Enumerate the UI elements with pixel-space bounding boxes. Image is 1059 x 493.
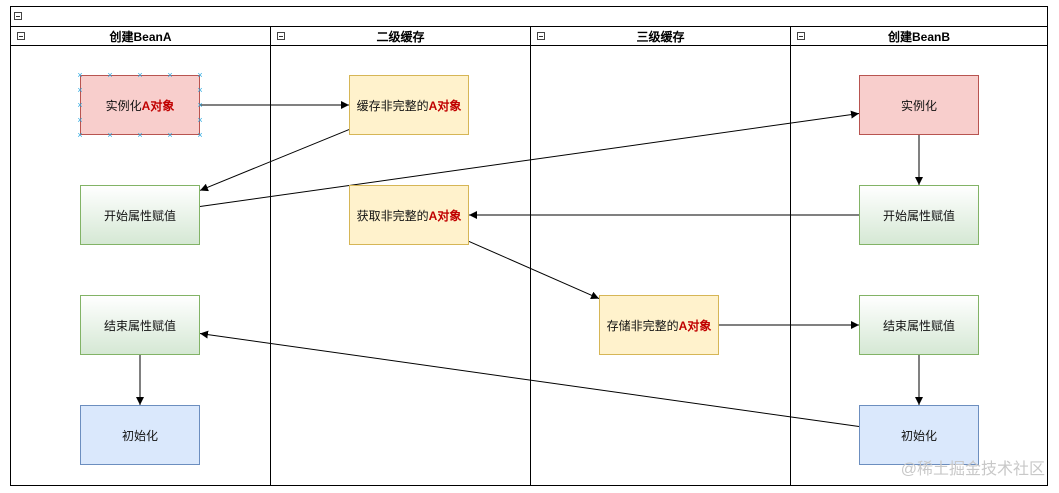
node-label-highlight: A对象: [141, 98, 175, 113]
lane-level2-cache: 二级缓存: [270, 27, 530, 485]
node-b-init[interactable]: 初始化: [859, 405, 979, 465]
lane-level3-cache: 三级缓存: [530, 27, 790, 485]
node-label: 开始属性赋值: [882, 208, 955, 223]
resize-handle-icon[interactable]: ×: [137, 129, 143, 140]
resize-handle-icon[interactable]: ×: [197, 69, 203, 80]
node-b-assign-start[interactable]: 开始属性赋值: [859, 185, 979, 245]
node-label: 初始化: [900, 428, 937, 443]
watermark: @稀土掘金技术社区: [900, 461, 1045, 478]
node-label: 开始属性赋值: [103, 208, 176, 223]
node-b-instantiate[interactable]: 实例化: [859, 75, 979, 135]
node-label: 初始化: [121, 428, 158, 443]
node-label: 获取非完整的: [356, 208, 429, 223]
node-label-highlight: A对象: [678, 318, 712, 333]
node-label: 实例化: [105, 98, 142, 113]
resize-handle-icon[interactable]: ×: [107, 129, 113, 140]
node-label: 缓存非完整的: [356, 98, 429, 113]
node-label: 存储非完整的: [606, 318, 679, 333]
resize-handle-icon[interactable]: ×: [197, 114, 203, 125]
lane-header: 二级缓存: [271, 27, 530, 46]
resize-handle-icon[interactable]: ×: [167, 129, 173, 140]
lane-collapse-icon[interactable]: [17, 32, 25, 40]
node-label-highlight: A对象: [428, 98, 462, 113]
lane-header: 三级缓存: [531, 27, 790, 46]
resize-handle-icon[interactable]: ×: [77, 114, 83, 125]
node-label-highlight: A对象: [428, 208, 462, 223]
node-a-assign-start[interactable]: 开始属性赋值: [80, 185, 200, 245]
lane-title: 创建BeanA: [109, 29, 172, 44]
resize-handle-icon[interactable]: ×: [77, 99, 83, 110]
lane-title: 三级缓存: [636, 29, 685, 44]
resize-handle-icon[interactable]: ×: [197, 99, 203, 110]
resize-handle-icon[interactable]: ×: [77, 129, 83, 140]
resize-handle-icon[interactable]: ×: [107, 69, 113, 80]
lane-create-bean-b: 创建BeanB: [790, 27, 1047, 485]
resize-handle-icon[interactable]: ×: [77, 69, 83, 80]
resize-handle-icon[interactable]: ×: [167, 69, 173, 80]
node-label: 实例化: [900, 98, 937, 113]
resize-handle-icon[interactable]: ×: [197, 129, 203, 140]
node-label: 结束属性赋值: [882, 318, 955, 333]
lane-collapse-icon[interactable]: [277, 32, 285, 40]
pool-header: [11, 7, 1047, 27]
lane-header: 创建BeanA: [11, 27, 270, 46]
resize-handle-icon[interactable]: ×: [77, 84, 83, 95]
node-a-init[interactable]: 初始化: [80, 405, 200, 465]
lane-create-bean-a: 创建BeanA: [11, 27, 270, 485]
node-b-assign-end[interactable]: 结束属性赋值: [859, 295, 979, 355]
node-a-assign-end[interactable]: 结束属性赋值: [80, 295, 200, 355]
lane-collapse-icon[interactable]: [537, 32, 545, 40]
node-label: 结束属性赋值: [103, 318, 176, 333]
resize-handle-icon[interactable]: ×: [197, 84, 203, 95]
lane-title: 二级缓存: [376, 29, 425, 44]
lane-collapse-icon[interactable]: [797, 32, 805, 40]
resize-handle-icon[interactable]: ×: [137, 69, 143, 80]
lane-title: 创建BeanB: [887, 29, 950, 44]
pool-collapse-icon[interactable]: [14, 12, 22, 20]
lane-header: 创建BeanB: [791, 27, 1047, 46]
